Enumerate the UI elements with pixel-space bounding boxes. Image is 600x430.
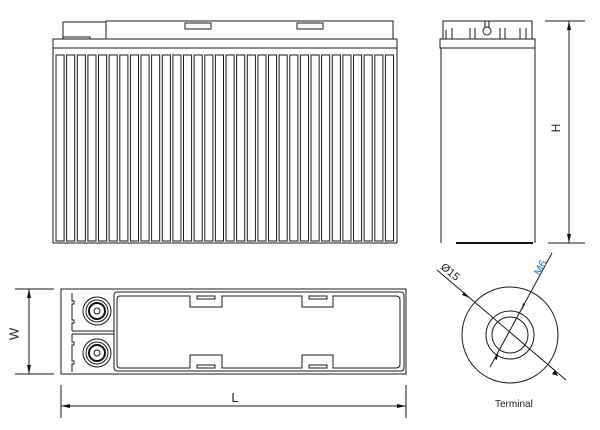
rib	[299, 54, 309, 242]
terminal-detail	[436, 252, 567, 384]
lid	[105, 20, 394, 40]
rib	[353, 54, 363, 242]
rib	[172, 54, 182, 242]
rib	[66, 54, 76, 242]
rib	[374, 54, 384, 242]
rib	[363, 54, 373, 242]
rib	[384, 54, 394, 242]
diameter-label: Ø15	[438, 261, 462, 284]
vent-cover	[296, 22, 324, 30]
negative-terminal	[82, 338, 112, 368]
rib	[87, 54, 97, 242]
rib	[321, 54, 331, 242]
width-label: W	[6, 327, 21, 340]
rib	[161, 54, 171, 242]
rib	[225, 54, 235, 242]
height-label: H	[549, 124, 563, 133]
cooling-ribs	[55, 54, 394, 242]
rib	[331, 54, 341, 242]
front-view	[52, 20, 398, 244]
vent-cover	[184, 22, 212, 30]
rib	[236, 54, 246, 242]
rib	[183, 54, 193, 242]
rib	[140, 54, 150, 242]
rib	[310, 54, 320, 242]
rib	[55, 54, 65, 242]
rib	[214, 54, 224, 242]
rib	[98, 54, 108, 242]
top-view	[15, 288, 407, 418]
lid-band	[52, 38, 398, 49]
rib	[204, 54, 214, 242]
rib	[289, 54, 299, 242]
rib	[268, 54, 278, 242]
rib	[278, 54, 288, 242]
rib	[342, 54, 352, 242]
rib	[246, 54, 256, 242]
positive-terminal	[82, 296, 112, 326]
rib	[151, 54, 161, 242]
terminal-caption: Terminal	[495, 399, 533, 410]
rib	[193, 54, 203, 242]
rib	[76, 54, 86, 242]
length-label: L	[231, 390, 238, 405]
rib	[129, 54, 139, 242]
side-view	[439, 20, 585, 244]
rib	[257, 54, 267, 242]
rib	[108, 54, 118, 242]
rib	[119, 54, 129, 242]
